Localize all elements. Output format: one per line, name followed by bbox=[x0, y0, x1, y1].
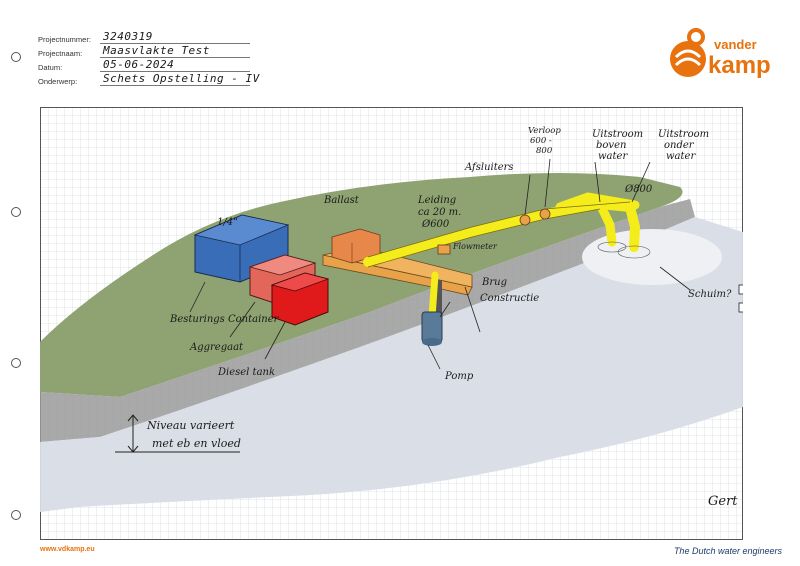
label-d800: Ø800 bbox=[624, 184, 653, 195]
label-onder-2: onder bbox=[664, 140, 695, 151]
binder-hole bbox=[11, 510, 21, 520]
label-leiding: Leiding bbox=[417, 195, 456, 206]
onderwerp-value: Schets Opstelling - IV bbox=[103, 72, 260, 85]
flowmeter-icon bbox=[438, 245, 450, 254]
label-boven-2: boven bbox=[596, 140, 626, 151]
binder-hole bbox=[11, 207, 21, 217]
footer-url[interactable]: www.vdkamp.eu bbox=[40, 546, 95, 553]
checkbox-nee[interactable] bbox=[739, 303, 743, 312]
pump bbox=[422, 312, 442, 346]
label-afsluiters: Afsluiters bbox=[464, 162, 514, 173]
foam bbox=[582, 229, 722, 285]
label-boven: Uitstroom bbox=[592, 129, 643, 140]
label-niveau: Niveau varieert bbox=[146, 419, 235, 432]
label-onder-3: water bbox=[666, 151, 696, 162]
label-aggregaat: Aggregaat bbox=[189, 342, 244, 353]
vanderkamp-logo: vander kamp bbox=[668, 27, 788, 87]
label-brug-2: Constructie bbox=[480, 293, 539, 304]
field-line bbox=[100, 85, 250, 86]
logo-line2: kamp bbox=[708, 52, 771, 79]
label-flowmeter: Flowmeter bbox=[452, 242, 498, 251]
label-verloop: Verloop bbox=[528, 126, 561, 136]
label-brug: Brug bbox=[481, 277, 507, 288]
label-schuim: Schuim? bbox=[688, 289, 732, 300]
label-dieseltank: Diesel tank bbox=[217, 367, 275, 378]
label-container: Besturings Container bbox=[169, 314, 280, 325]
footer-tagline: The Dutch water engineers bbox=[674, 546, 782, 556]
label-onder: Uitstroom bbox=[658, 129, 709, 140]
valve-icon bbox=[520, 215, 530, 225]
projectnaam-value: Maasvlakte Test bbox=[103, 44, 210, 57]
label-leiding-diameter: Ø600 bbox=[421, 219, 450, 230]
label-ballast: Ballast bbox=[323, 195, 360, 206]
valve-icon bbox=[540, 209, 550, 219]
projectnummer-value: 3240319 bbox=[103, 30, 153, 43]
label-box-small: 1/4" bbox=[217, 217, 238, 228]
label-verloop-to: 800 bbox=[536, 146, 553, 156]
binder-hole bbox=[11, 52, 21, 62]
label-boven-3: water bbox=[598, 151, 628, 162]
datum-value: 05-06-2024 bbox=[103, 58, 174, 71]
onderwerp-label: Onderwerp: bbox=[38, 77, 77, 86]
binder-hole bbox=[11, 358, 21, 368]
label-verloop-from: 600 - bbox=[530, 136, 552, 146]
label-leiding-length: ca 20 m. bbox=[418, 207, 461, 218]
signature: Gert bbox=[708, 494, 738, 509]
checkbox-ja[interactable] bbox=[739, 285, 743, 294]
label-pomp: Pomp bbox=[444, 371, 474, 382]
logo-line1: vander bbox=[714, 37, 757, 52]
sketch-diagram: 1/4" Besturings Container Aggregaat Dies… bbox=[40, 107, 743, 540]
label-niveau-2: met eb en vloed bbox=[152, 437, 241, 450]
projectnaam-label: Projectnaam: bbox=[38, 49, 82, 58]
datum-label: Datum: bbox=[38, 63, 62, 72]
logo-swirl-icon bbox=[670, 30, 706, 77]
projectnummer-label: Projectnummer: bbox=[38, 35, 91, 44]
